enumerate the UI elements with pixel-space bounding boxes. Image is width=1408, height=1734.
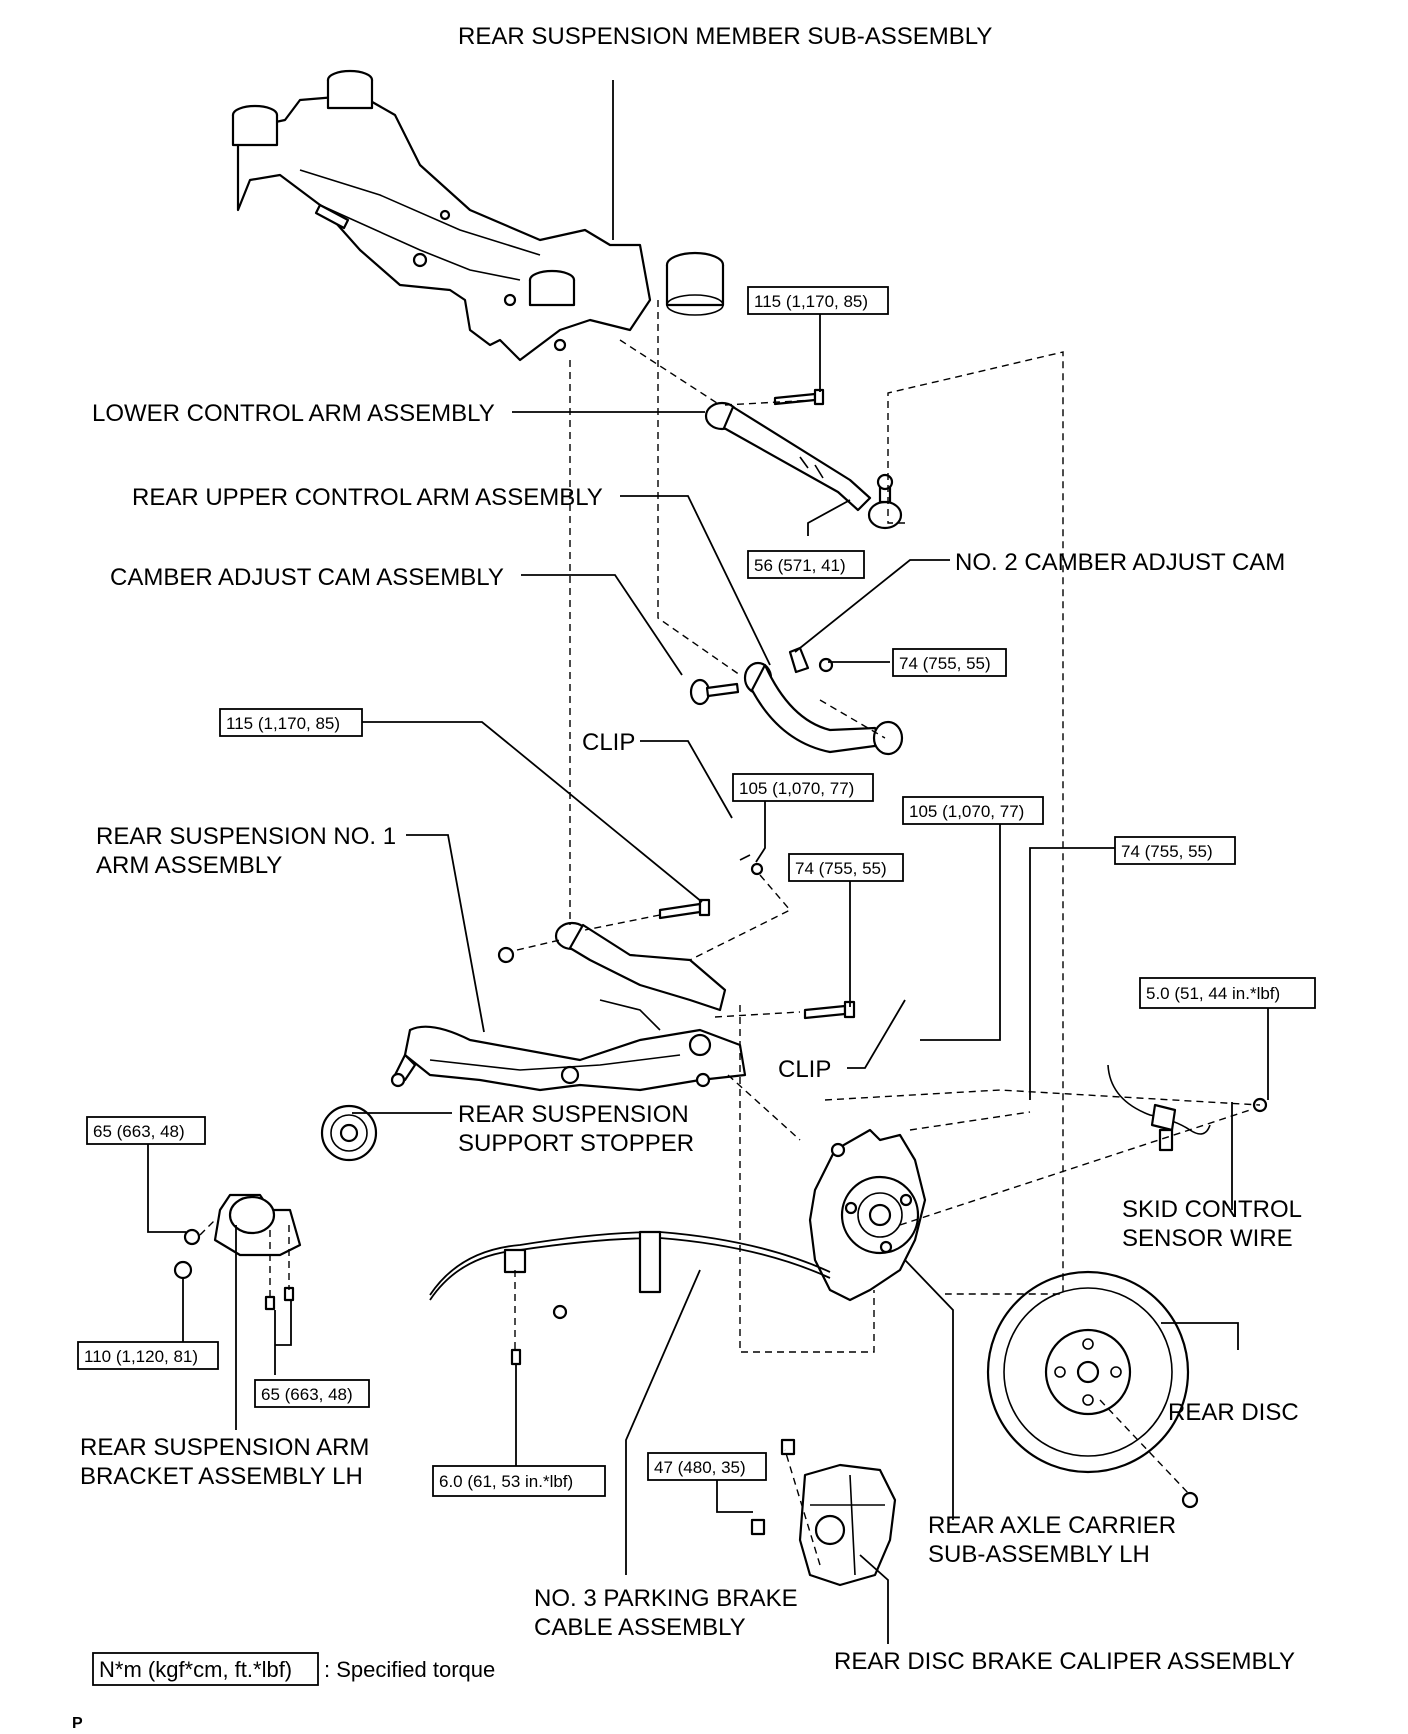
rear-disc-brake-caliper-drawing bbox=[750, 1438, 897, 1587]
rear-axle-carrier-drawing bbox=[808, 1128, 927, 1302]
rear-suspension-member-drawing bbox=[231, 69, 725, 362]
label-parking-brake-cable-line2: CABLE ASSEMBLY bbox=[534, 1614, 746, 1641]
lower-control-arm-drawing bbox=[704, 388, 903, 530]
torque-box: 110 (1,120, 81) bbox=[77, 1341, 219, 1370]
torque-box: 56 (571, 41) bbox=[747, 550, 865, 579]
label-lower-control-arm: LOWER CONTROL ARM ASSEMBLY bbox=[92, 400, 495, 427]
svg-text:47 (480, 35): 47 (480, 35) bbox=[654, 1458, 746, 1477]
svg-text:5.0 (51, 44 in.*lbf): 5.0 (51, 44 in.*lbf) bbox=[1146, 984, 1280, 1003]
label-clip-lower: CLIP bbox=[778, 1056, 831, 1083]
svg-text:74 (755, 55): 74 (755, 55) bbox=[1121, 842, 1213, 861]
torque-box: 74 (755, 55) bbox=[892, 648, 1007, 677]
label-arm-bracket-line1: REAR SUSPENSION ARM bbox=[80, 1434, 369, 1461]
torque-box: 115 (1,170, 85) bbox=[219, 708, 363, 737]
label-rear-axle-carrier-line2: SUB-ASSEMBLY LH bbox=[928, 1541, 1150, 1568]
label-rear-suspension-member: REAR SUSPENSION MEMBER SUB-ASSEMBLY bbox=[458, 23, 992, 50]
label-no2-camber-adjust-cam: NO. 2 CAMBER ADJUST CAM bbox=[955, 549, 1285, 576]
rear-disc-drawing bbox=[986, 1270, 1199, 1509]
assembly-dashed-lines bbox=[199, 300, 1261, 1566]
label-rear-suspension-no1-arm-line1: REAR SUSPENSION NO. 1 bbox=[96, 823, 396, 850]
torque-box: 115 (1,170, 85) bbox=[747, 286, 889, 315]
label-rear-disc: REAR DISC bbox=[1168, 1399, 1299, 1426]
torque-box: 65 (663, 48) bbox=[86, 1116, 206, 1145]
svg-text:74 (755, 55): 74 (755, 55) bbox=[899, 654, 991, 673]
svg-text:115 (1,170, 85): 115 (1,170, 85) bbox=[226, 714, 340, 733]
torque-box: 105 (1,070, 77) bbox=[732, 773, 874, 802]
rear-upper-control-arm-drawing bbox=[689, 646, 904, 756]
label-parking-brake-cable-line1: NO. 3 PARKING BRAKE bbox=[534, 1585, 798, 1612]
label-support-stopper-line1: REAR SUSPENSION bbox=[458, 1101, 689, 1128]
svg-text:6.0 (61, 53 in.*lbf): 6.0 (61, 53 in.*lbf) bbox=[439, 1472, 573, 1491]
svg-text:65 (663, 48): 65 (663, 48) bbox=[261, 1385, 353, 1404]
skid-control-sensor-wire-drawing bbox=[1107, 1064, 1268, 1152]
svg-text:74 (755, 55): 74 (755, 55) bbox=[795, 859, 887, 878]
torque-box: 5.0 (51, 44 in.*lbf) bbox=[1139, 977, 1316, 1009]
svg-text:105 (1,070, 77): 105 (1,070, 77) bbox=[739, 779, 854, 798]
torque-specs: 115 (1,170, 85) 56 (571, 41) 74 (755, 55… bbox=[77, 286, 1316, 1497]
leader-lines bbox=[147, 80, 1269, 1644]
torque-legend: N*m (kgf*cm, ft.*lbf) : Specified torque bbox=[92, 1652, 495, 1686]
torque-box: 105 (1,070, 77) bbox=[902, 796, 1044, 825]
label-arm-bracket-line2: BRACKET ASSEMBLY LH bbox=[80, 1463, 363, 1490]
svg-text:56 (571, 41): 56 (571, 41) bbox=[754, 556, 846, 575]
torque-box: 47 (480, 35) bbox=[647, 1452, 767, 1481]
label-rear-axle-carrier-line1: REAR AXLE CARRIER bbox=[928, 1512, 1176, 1539]
label-rear-suspension-no1-arm-line2: ARM ASSEMBLY bbox=[96, 852, 282, 879]
torque-box: 74 (755, 55) bbox=[1114, 836, 1236, 865]
svg-text:105 (1,070, 77): 105 (1,070, 77) bbox=[909, 802, 1024, 821]
torque-box: 74 (755, 55) bbox=[788, 853, 904, 882]
legend-unit-text: : Specified torque bbox=[324, 1657, 495, 1682]
parking-brake-cable-drawing bbox=[429, 1230, 831, 1366]
svg-text:115 (1,170, 85): 115 (1,170, 85) bbox=[754, 292, 868, 311]
rear-suspension-support-stopper-drawing bbox=[320, 1104, 378, 1162]
footer-mark: P bbox=[72, 1715, 83, 1732]
part-labels: REAR SUSPENSION MEMBER SUB-ASSEMBLY LOWE… bbox=[80, 23, 1302, 1675]
label-camber-adjust-cam: CAMBER ADJUST CAM ASSEMBLY bbox=[110, 564, 504, 591]
torque-box: 6.0 (61, 53 in.*lbf) bbox=[432, 1465, 606, 1497]
legend-unit-box: N*m (kgf*cm, ft.*lbf) bbox=[99, 1657, 292, 1682]
label-rear-disc-brake-caliper: REAR DISC BRAKE CALIPER ASSEMBLY bbox=[834, 1648, 1295, 1675]
svg-text:65 (663, 48): 65 (663, 48) bbox=[93, 1122, 185, 1141]
label-rear-upper-control-arm: REAR UPPER CONTROL ARM ASSEMBLY bbox=[132, 484, 603, 511]
svg-text:110 (1,120, 81): 110 (1,120, 81) bbox=[84, 1347, 198, 1366]
label-support-stopper-line2: SUPPORT STOPPER bbox=[458, 1130, 694, 1157]
rear-suspension-no1-arm-drawing bbox=[390, 854, 856, 1092]
label-skid-control-sensor-wire-line1: SKID CONTROL bbox=[1122, 1196, 1302, 1223]
torque-box: 65 (663, 48) bbox=[254, 1379, 370, 1408]
rear-suspension-arm-bracket-drawing bbox=[173, 1193, 302, 1311]
label-clip-upper: CLIP bbox=[582, 729, 635, 756]
label-skid-control-sensor-wire-line2: SENSOR WIRE bbox=[1122, 1225, 1293, 1252]
